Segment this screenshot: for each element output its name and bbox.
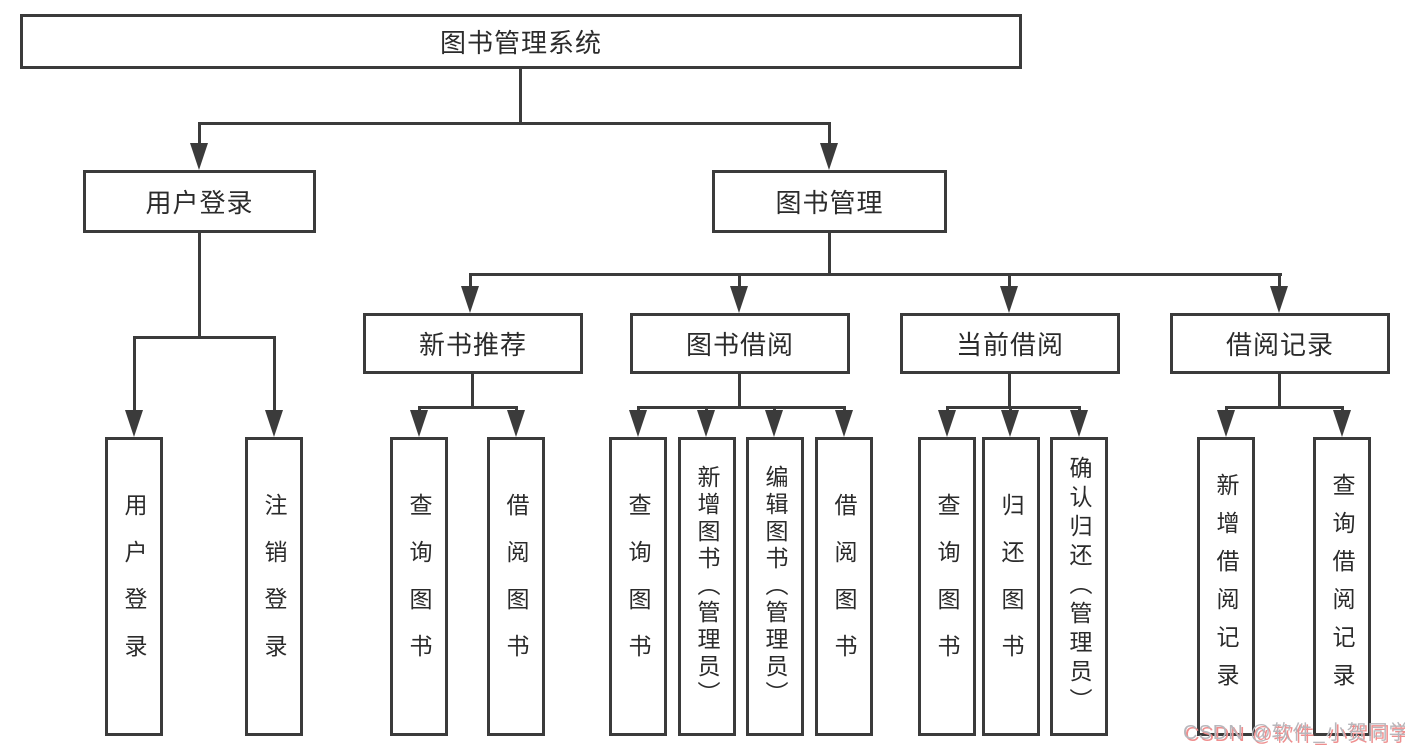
connector-line: [1278, 273, 1281, 289]
arrow-down-icon: [1000, 286, 1018, 313]
arrow-down-icon: [730, 286, 748, 313]
node-new-book-recommendation: 新书推荐: [363, 313, 583, 374]
arrow-down-icon: [1001, 410, 1019, 437]
connector-line: [273, 336, 276, 413]
leaf-add-books-admin: 新增图书（管理员）: [678, 437, 736, 736]
connector-line: [1008, 273, 1011, 289]
connector-line: [471, 374, 474, 406]
connector-line: [637, 406, 846, 409]
node-book-management: 图书管理: [712, 170, 947, 233]
connector-line: [828, 122, 831, 146]
arrow-down-icon: [125, 410, 143, 437]
arrow-down-icon: [629, 410, 647, 437]
arrow-down-icon: [938, 410, 956, 437]
node-library-system: 图书管理系统: [20, 14, 1022, 69]
arrow-down-icon: [1270, 286, 1288, 313]
connector-line: [738, 273, 741, 289]
leaf-user-login: 用户登录: [105, 437, 163, 736]
node-user-login: 用户登录: [83, 170, 316, 233]
node-current-borrowing: 当前借阅: [900, 313, 1120, 374]
arrow-down-icon: [1070, 410, 1088, 437]
arrow-down-icon: [697, 410, 715, 437]
arrow-down-icon: [835, 410, 853, 437]
arrow-down-icon: [410, 410, 428, 437]
connector-line: [198, 122, 201, 146]
leaf-query-books-recommend: 查询图书: [390, 437, 448, 736]
leaf-return-books: 归还图书: [982, 437, 1040, 736]
leaf-query-borrow-record: 查询借阅记录: [1313, 437, 1371, 736]
connector-line: [198, 122, 831, 125]
connector-line: [198, 233, 201, 336]
node-borrowing-records: 借阅记录: [1170, 313, 1390, 374]
arrow-down-icon: [820, 143, 838, 170]
leaf-query-books-current: 查询图书: [918, 437, 976, 736]
leaf-edit-books-admin: 编辑图书（管理员）: [746, 437, 804, 736]
arrow-down-icon: [765, 410, 783, 437]
connector-line: [469, 273, 472, 289]
connector-line: [133, 336, 276, 339]
arrow-down-icon: [1217, 410, 1235, 437]
connector-line: [519, 69, 522, 122]
leaf-add-borrow-record: 新增借阅记录: [1197, 437, 1255, 736]
leaf-borrow-books: 借阅图书: [815, 437, 873, 736]
connector-line: [946, 406, 1081, 409]
connector-line: [1278, 374, 1281, 406]
connector-line: [1008, 374, 1011, 406]
connector-line: [469, 273, 1282, 276]
connector-line: [738, 374, 741, 406]
leaf-logout-login: 注销登录: [245, 437, 303, 736]
connector-line: [1225, 406, 1344, 409]
arrow-down-icon: [1333, 410, 1351, 437]
csdn-watermark: CSDN @软件_小贺同学: [1183, 722, 1405, 744]
connector-line: [828, 233, 831, 273]
arrow-down-icon: [507, 410, 525, 437]
connector-line: [418, 406, 518, 409]
node-book-borrowing: 图书借阅: [630, 313, 850, 374]
arrow-down-icon: [461, 286, 479, 313]
leaf-confirm-return-admin: 确认归还（管理员）: [1050, 437, 1108, 736]
leaf-query-books-borrow: 查询图书: [609, 437, 667, 736]
connector-line: [133, 336, 136, 413]
arrow-down-icon: [265, 410, 283, 437]
arrow-down-icon: [190, 143, 208, 170]
leaf-borrow-books-recommend: 借阅图书: [487, 437, 545, 736]
